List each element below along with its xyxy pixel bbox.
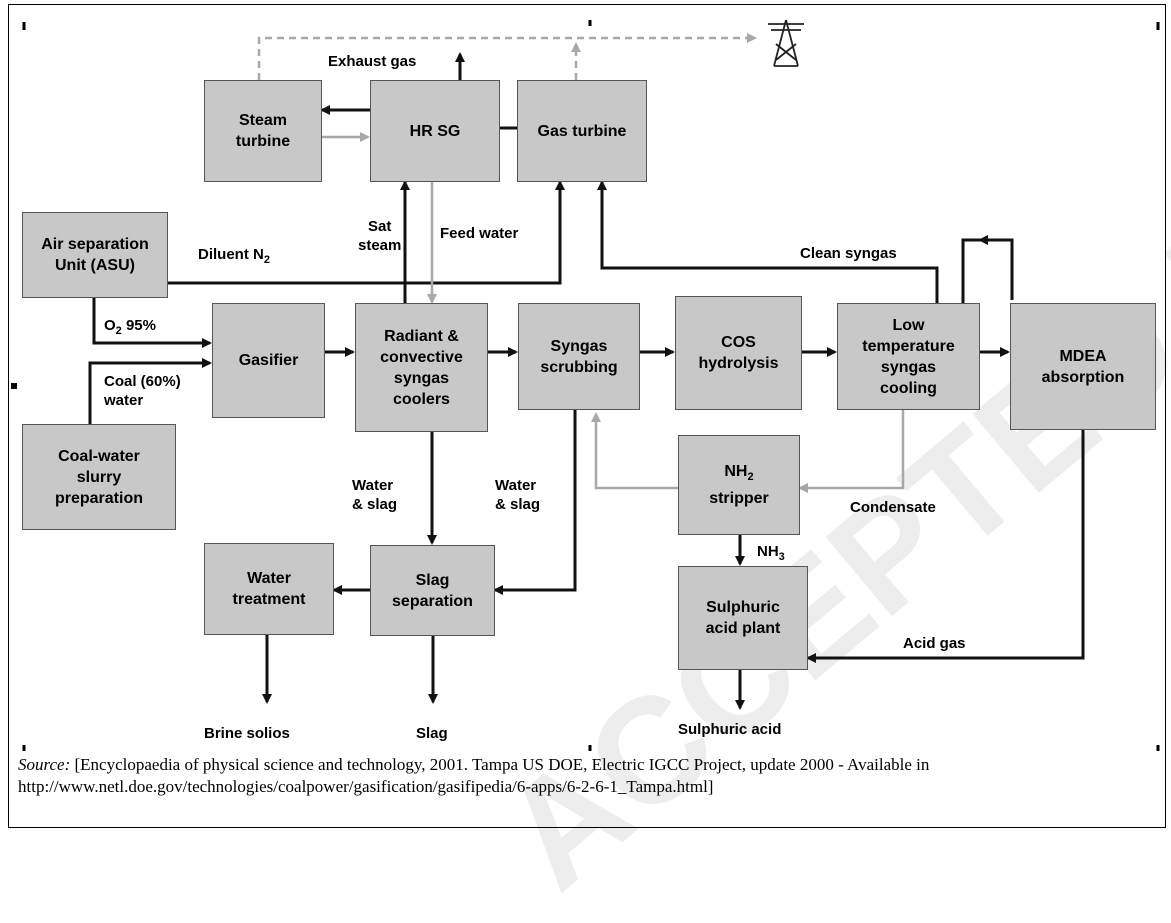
- source-text: [Encyclopaedia of physical science and t…: [18, 755, 930, 796]
- source-prefix: Source:: [18, 755, 71, 774]
- sulphuric-acid-label: Sulphuric acid: [678, 721, 782, 738]
- coal-water-slurry-box: Coal-water slurry preparation: [22, 424, 176, 530]
- nh2-stripper-box: NH2 stripper: [678, 435, 800, 535]
- arrow-coal-water: [88, 358, 212, 424]
- sat-steam-label: Sat steam: [358, 218, 402, 254]
- arrow-o2: [92, 298, 212, 348]
- water-slag-label-1: Water & slag: [352, 477, 398, 513]
- mdea-absorption-box: MDEA absorption: [1010, 303, 1156, 430]
- asu-box: Air separation Unit (ASU): [22, 212, 168, 298]
- dashed-exhaust-line: [257, 33, 757, 80]
- brine-solios-label: Brine solios: [204, 725, 290, 742]
- nh2-stripper-label: stripper: [709, 490, 769, 508]
- condensate-label: Condensate: [850, 499, 936, 516]
- hrsg-box: HR SG: [370, 80, 500, 182]
- gas-turbine-box: Gas turbine: [517, 80, 647, 182]
- arrow-scrub-slag: [493, 410, 577, 595]
- arrow-stripper-scrub: [591, 412, 678, 490]
- arrow-acid-gas: [806, 430, 1085, 663]
- feed-water-label: Feed water: [440, 225, 519, 242]
- sulphuric-acid-plant-box: Sulphuric acid plant: [678, 566, 808, 670]
- coal-water-label: Coal (60%) water: [104, 373, 181, 409]
- steam-turbine-box: Steam turbine: [204, 80, 322, 182]
- nh3-label: NH3: [757, 543, 785, 563]
- acid-gas-label: Acid gas: [903, 635, 966, 652]
- cos-hydrolysis-box: COS hydrolysis: [675, 296, 802, 410]
- arrow-mdea-top: [961, 238, 1014, 303]
- radiant-coolers-box: Radiant & convective syngas coolers: [355, 303, 488, 432]
- diluent-n2-label: Diluent N2: [198, 246, 270, 266]
- exhaust-gas-label: Exhaust gas: [328, 53, 417, 70]
- water-treatment-box: Water treatment: [204, 543, 334, 635]
- figure-frame: [8, 4, 1166, 828]
- slag-separation-box: Slag separation: [370, 545, 495, 636]
- arrow-clean-syngas: [597, 180, 939, 303]
- source-caption: Source: [Encyclopaedia of physical scien…: [18, 754, 1158, 798]
- edge-marker: [11, 383, 17, 389]
- nh2-stripper-title: NH2: [724, 462, 754, 484]
- corner-ticks: [22, 20, 1160, 751]
- low-temp-cooling-box: Low temperature syngas cooling: [837, 303, 980, 410]
- flow-connectors: [11, 19, 1160, 751]
- gasifier-box: Gasifier: [212, 303, 325, 418]
- clean-syngas-label: Clean syngas: [800, 245, 897, 262]
- slag-output-label: Slag: [416, 725, 448, 742]
- arrow-condensate: [798, 410, 905, 493]
- o2-label: O2 95%: [104, 317, 156, 337]
- syngas-scrubbing-box: Syngas scrubbing: [518, 303, 640, 410]
- water-slag-label-2: Water & slag: [495, 477, 541, 513]
- arrow-mdea-loop: [961, 238, 1000, 303]
- arrow-diluent-n2: [168, 180, 565, 285]
- transmission-tower-icon: [768, 19, 804, 67]
